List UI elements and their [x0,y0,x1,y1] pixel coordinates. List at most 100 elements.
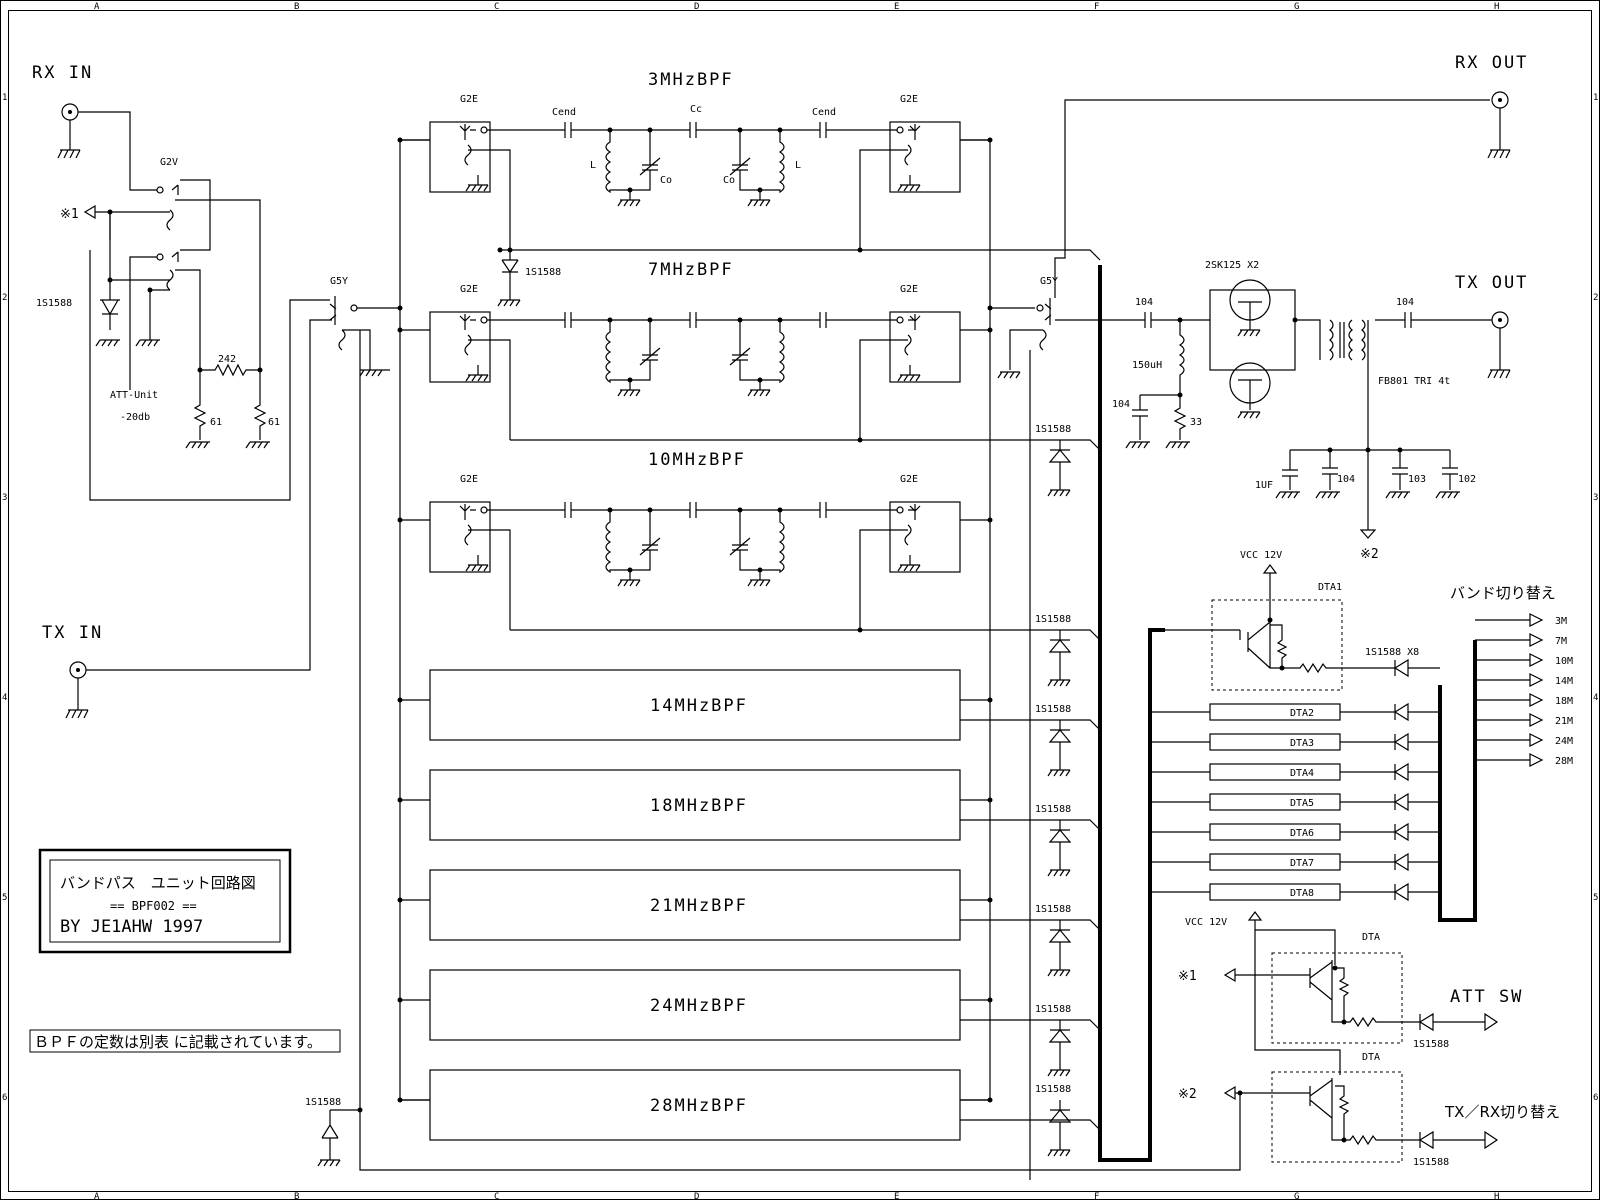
filter-title: 7MHzBPF [648,260,734,280]
tx-in-section: TX IN [42,319,332,719]
relay-g2e-label: G2E [460,94,478,105]
bpf-rails [399,139,1035,1101]
mark-2-amp: ※2 [1360,547,1379,562]
band-output: 7M [1475,633,1567,647]
bpf-box-label: 21MHzBPF [650,896,748,916]
border-row-label: 1 [2,93,7,103]
select-diode: 1S1588 [1035,1004,1072,1077]
border-col-label: B [294,2,299,12]
amp-c-out: 104 [1396,297,1414,308]
input-relay-g5y: G5Y [329,276,403,1110]
border-row-label: 5 [2,893,7,903]
relay-g2v-label: G2V [160,157,178,168]
border-col-label: C [494,2,499,12]
filter-title: 3MHzBPF [648,70,734,90]
band-output: 28M [1475,753,1573,767]
part-co-right: Co [723,175,735,186]
dta-label: DTA6 [1290,828,1314,839]
amp-c-bypass: 104 [1112,399,1130,410]
tx-out-label: TX OUT [1455,273,1528,293]
select-diode: 1S1588 [1035,614,1072,687]
bpf3-diode-label: 1S1588 [525,267,561,278]
band-output: 18M [1475,693,1573,707]
border-col-label: G [1294,2,1299,12]
select-diode: 1S1588 [1035,1084,1072,1157]
dta-label: DTA7 [1290,858,1314,869]
filter-title: 10MHzBPF [648,450,746,470]
amp-r-source: 33 [1190,417,1202,428]
dta-att-label: DTA [1362,932,1380,943]
dta-att-box [1271,952,1403,1044]
border-row-label: 1 [1593,93,1598,103]
tx-in-label: TX IN [42,623,103,643]
band-output: 21M [1475,713,1573,727]
border-row-label: 6 [1593,1093,1598,1103]
dta-box [1209,793,1341,811]
mark-2-driver: ※2 [1178,1087,1197,1102]
dta-row: DTA5 [1150,792,1440,812]
border-row-label: 6 [2,1093,7,1103]
border-col-label: D [694,1192,699,1200]
select-diode: 1S1588 [1035,904,1072,977]
bpf-box-label: 14MHzBPF [650,696,748,716]
bpf-box-rect [429,1069,961,1141]
dta1-box [1211,599,1343,691]
border-row-label: 3 [1593,493,1598,503]
band-output-label: 18M [1555,696,1573,707]
border-row-label: 4 [2,693,7,703]
rx-path-diode: 1S1588 [305,1097,341,1108]
part-l-right: L [795,160,801,171]
border-col-label: A [94,2,100,12]
rx-in-section: RX IN G2V ※1 1S1588 242 61 61 ATT-Unit -… [32,63,330,501]
band-output: 3M [1475,613,1567,627]
band-select-diodes: 1S15881S15881S15881S15881S15881S15881S15… [1035,424,1072,1157]
control-bus [497,247,1165,1162]
amp-transformer: FB801 TRI 4t [1378,376,1450,387]
title-block: バンドパス ユニット回路図 == BPF002 == BY JE1AHW 199… [38,848,292,954]
txrx-diode: 1S1588 [1413,1157,1449,1168]
amp-inductor: 150uH [1132,360,1162,371]
bpf-box: 24MHzBPF [397,969,1101,1041]
note: ＢＰＦの定数は別表 に記載されています。 [29,1029,341,1053]
border-col-label: F [1094,2,1099,12]
dta-row: DTA2 [1150,702,1440,722]
part-cc: Cc [690,104,702,115]
band-output: 24M [1475,733,1573,747]
band-output: 14M [1475,673,1573,687]
dta-txrx-box [1271,1071,1403,1163]
select-diode-label: 1S1588 [1035,1084,1071,1095]
title-block-code: == BPF002 == [110,899,197,913]
dta-row: DTA3 [1150,732,1440,752]
border-row-label: 3 [2,493,7,503]
bpf-box: 14MHzBPF [397,669,1101,741]
band-output-label: 28M [1555,756,1573,767]
vcc-label-2: VCC 12V [1185,917,1227,928]
part-co-left: Co [660,175,672,186]
amp-c-in: 104 [1135,297,1153,308]
amp-c3: 103 [1408,474,1426,485]
bpf-box-label: 18MHzBPF [650,796,748,816]
border-row-label: 2 [2,293,7,303]
rx-in-label: RX IN [32,63,93,83]
dta1-label: DTA1 [1318,582,1342,593]
band-output-label: 3M [1555,616,1567,627]
part-l-left: L [590,160,596,171]
border-col-label: E [894,2,899,12]
bpf-box-label: 24MHzBPF [650,996,748,1016]
mark-1-driver: ※1 [1178,969,1197,984]
select-diode-label: 1S1588 [1035,424,1071,435]
bpf-box-label: 28MHzBPF [650,1096,748,1116]
border-col-label: H [1494,2,1499,12]
att-r-series: 242 [218,354,236,365]
dta-row: DTA4 [1150,762,1440,782]
title-block-author: BY JE1AHW 1997 [60,917,203,937]
border-row-label: 5 [1593,893,1598,903]
border-col-label: E [894,1192,899,1200]
border-col-label: H [1494,1192,1499,1200]
relay-g2e-label: G2E [900,94,918,105]
amp-c1: 1UF [1255,480,1273,491]
dta-label: DTA2 [1290,708,1314,719]
